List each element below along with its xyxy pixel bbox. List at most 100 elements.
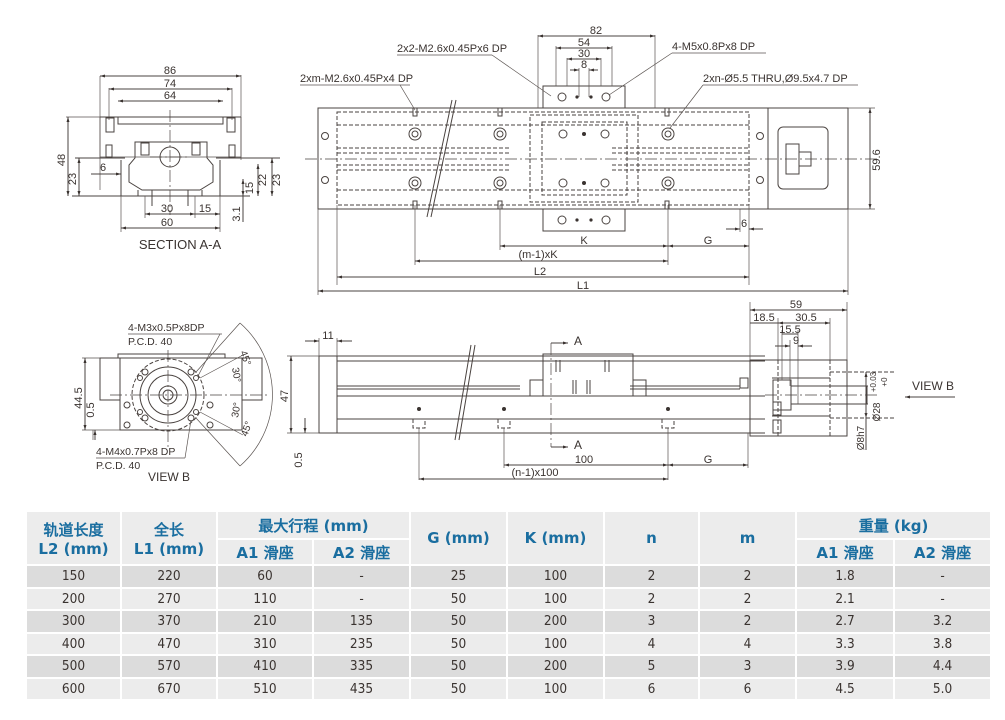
header-max-stroke: 最大行程 (mm) [215, 510, 412, 540]
cell-weight-a1: 1.8 [795, 564, 896, 589]
end-view: 59 18.5 30.5 15.5 9 Ø28 +0.03 +0 Ø8h7 VI… [749, 299, 955, 450]
dim-23-left: 23 [67, 173, 79, 185]
cell-m: 2 [698, 586, 798, 611]
dim-m-1-k: (m-1)xK [518, 249, 558, 261]
view-b: 4-M3x0.5Px8DP P.C.D. 40 4-M4x0.7Px8 DP P… [73, 322, 273, 484]
section-a-a-title: SECTION A-A [139, 237, 222, 252]
spec-table: 轨道长度 L2 (mm) 全长 L1 (mm) 最大行程 (mm) G (mm)… [25, 510, 993, 701]
note-pcd-2: P.C.D. 40 [96, 460, 140, 472]
cell-m: 2 [698, 609, 798, 634]
cell-n: 4 [603, 631, 701, 656]
header-l1: 全长 L1 (mm) [120, 510, 218, 566]
cell-n: 2 [603, 586, 701, 611]
technical-drawing: 86 74 64 48 23 6 15 [56, 25, 955, 484]
cell-stroke-a1: 310 [216, 631, 314, 656]
view-b-arrow-label: VIEW B [912, 379, 954, 393]
cell-l2: 200 [25, 586, 122, 611]
cell-k: 100 [506, 586, 606, 611]
cell-k: 100 [506, 564, 606, 589]
header-n: n [603, 510, 701, 566]
dim-3-1: 3.1 [231, 206, 243, 221]
dim-30-5: 30.5 [795, 312, 816, 324]
cell-weight-a2: - [893, 586, 993, 611]
cell-g: 50 [409, 609, 509, 634]
cell-weight-a2: 3.8 [893, 631, 993, 656]
cell-weight-a2: - [893, 564, 993, 589]
header-k: K (mm) [506, 510, 606, 566]
dim-0-5-left: 0.5 [85, 402, 97, 417]
dim-6: 6 [100, 162, 106, 174]
cell-weight-a2: 5.0 [893, 676, 993, 701]
cell-l1: 670 [120, 676, 218, 701]
dim-59: 59 [790, 299, 802, 311]
cell-l1: 470 [120, 631, 218, 656]
dim-n-1-100: (n-1)x100 [511, 467, 558, 479]
note-4-m4: 4-M4x0.7Px8 DP [96, 446, 175, 458]
cell-n: 3 [603, 609, 701, 634]
dim-60: 60 [161, 217, 173, 229]
cell-l2: 400 [25, 631, 122, 656]
side-view: A A 11 47 0.5 100 G (n-1)x100 [279, 330, 765, 481]
dim-k: K [580, 235, 588, 247]
cell-l2: 150 [25, 564, 122, 589]
dim-74: 74 [164, 78, 176, 90]
dim-86: 86 [164, 65, 176, 77]
cell-stroke-a1: 60 [216, 564, 314, 589]
note-2xm-m26: 2xm-M2.6x0.45Px4 DP [300, 73, 413, 85]
cell-stroke-a1: 510 [216, 676, 314, 701]
dim-g-side: G [704, 454, 713, 466]
dim-18-5: 18.5 [753, 312, 774, 324]
cell-g: 50 [409, 676, 509, 701]
dim-d8h7: Ø8h7 [856, 425, 867, 450]
section-a-a: 86 74 64 48 23 6 15 [56, 65, 283, 252]
cell-l1: 270 [120, 586, 218, 611]
dim-15: 15 [244, 182, 256, 194]
cell-weight-a1: 2.1 [795, 586, 896, 611]
cell-k: 200 [506, 609, 606, 634]
view-b-title: VIEW B [148, 470, 190, 484]
cell-l1: 370 [120, 609, 218, 634]
dim-82: 82 [590, 25, 602, 37]
cell-l2: 300 [25, 609, 122, 634]
header-l1-line1: 全长 [153, 520, 184, 539]
angle-30-bottom: 30° [230, 402, 243, 419]
dim-47-side: 47 [279, 390, 291, 402]
cell-stroke-a2: 135 [311, 609, 412, 634]
dim-11: 11 [322, 330, 333, 342]
cell-n: 5 [603, 654, 701, 679]
dim-15-bottom: 15 [199, 203, 211, 215]
dim-g-top: G [704, 235, 713, 247]
note-2xn-thru: 2xn-Ø5.5 THRU,Ø9.5x4.7 DP [703, 73, 848, 85]
header-weight: 重量 (kg) [795, 510, 993, 540]
cell-stroke-a1: 110 [216, 586, 314, 611]
cell-m: 6 [698, 676, 798, 701]
cell-weight-a1: 2.7 [795, 609, 896, 634]
cell-stroke-a2: 235 [311, 631, 412, 656]
dim-tol-upper: +0.03 [869, 371, 878, 392]
note-4-m3: 4-M3x0.5Px8DP [128, 322, 204, 334]
dim-30-top: 30 [578, 48, 590, 60]
cell-k: 100 [506, 676, 606, 701]
cell-weight-a2: 4.4 [893, 654, 993, 679]
cell-g: 50 [409, 586, 509, 611]
dim-48: 48 [56, 154, 68, 166]
section-mark-a-top: A [574, 334, 582, 348]
cell-n: 2 [603, 564, 701, 589]
header-l2: 轨道长度 L2 (mm) [25, 510, 122, 566]
cell-stroke-a2: 435 [311, 676, 412, 701]
cell-k: 100 [506, 631, 606, 656]
dim-6-top: 6 [741, 218, 747, 230]
note-pcd-1: P.C.D. 40 [128, 336, 172, 348]
angle-45-bottom: 45° [239, 420, 255, 438]
cell-stroke-a2: - [311, 586, 412, 611]
angle-45-top: 45° [237, 349, 253, 367]
header-l2-line1: 轨道长度 [43, 520, 104, 539]
dim-22: 22 [257, 174, 269, 186]
